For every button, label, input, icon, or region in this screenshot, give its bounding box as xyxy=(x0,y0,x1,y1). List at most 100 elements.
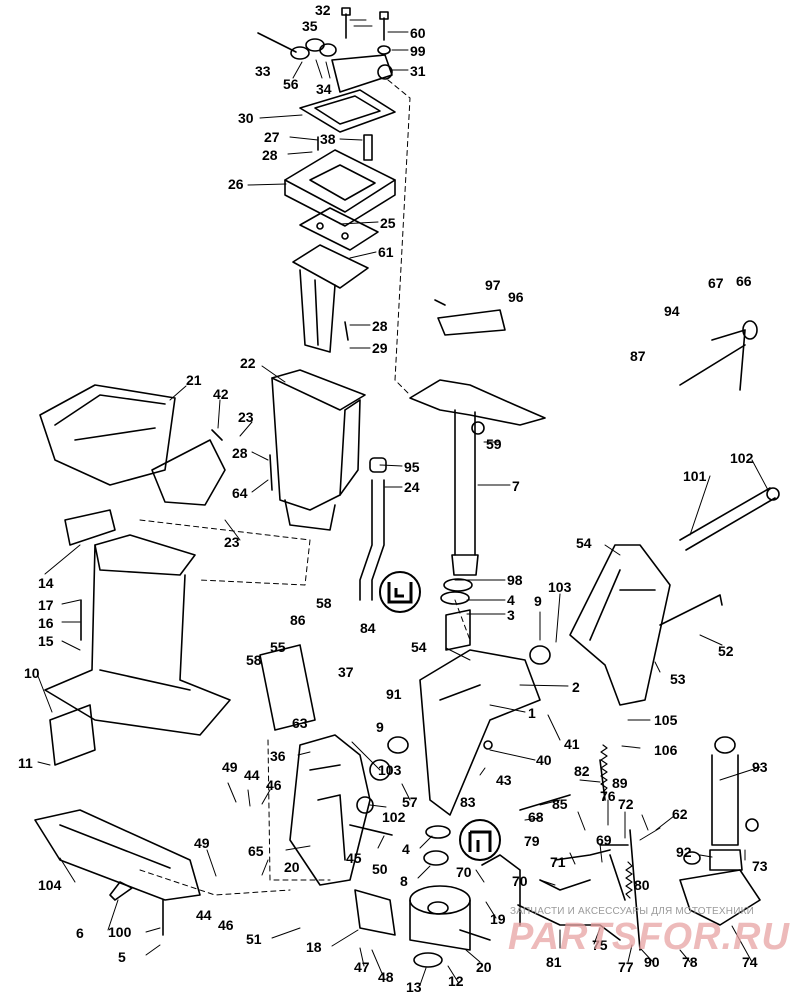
callout-1: 1 xyxy=(528,705,536,721)
lower-motor-cover xyxy=(39,384,226,506)
callout-40: 40 xyxy=(536,752,552,768)
callout-89: 89 xyxy=(612,775,628,791)
callout-46b: 46 xyxy=(218,917,234,933)
callout-17: 17 xyxy=(38,597,54,613)
callout-92: 92 xyxy=(676,844,692,860)
callout-51: 51 xyxy=(246,931,262,947)
callout-64: 64 xyxy=(232,485,248,501)
callout-56: 56 xyxy=(283,76,299,92)
callout-80: 80 xyxy=(634,877,650,893)
callout-25: 25 xyxy=(380,215,396,231)
callout-52: 52 xyxy=(718,643,734,659)
callout-68: 68 xyxy=(528,809,544,825)
callout-28: 28 xyxy=(262,147,278,163)
callout-35: 35 xyxy=(302,18,318,34)
callout-79: 79 xyxy=(524,833,540,849)
callout-46: 46 xyxy=(266,777,282,793)
callout-102b: 102 xyxy=(382,809,406,825)
callout-26: 26 xyxy=(228,176,244,192)
top-bolts-washers xyxy=(257,7,393,93)
callout-94: 94 xyxy=(664,303,680,319)
callout-65: 65 xyxy=(248,843,264,859)
callout-31: 31 xyxy=(410,63,426,79)
callout-53: 53 xyxy=(670,671,686,687)
callout-4b: 4 xyxy=(402,841,410,857)
callout-34: 34 xyxy=(316,81,332,97)
callout-81: 81 xyxy=(546,954,562,970)
trim-cylinder xyxy=(679,736,761,926)
inner-exhaust-housing xyxy=(269,369,366,531)
callout-23b: 23 xyxy=(224,534,240,550)
callout-91: 91 xyxy=(386,686,402,702)
callout-38: 38 xyxy=(320,131,336,147)
callout-100: 100 xyxy=(108,924,132,940)
callout-22: 22 xyxy=(240,355,256,371)
callout-43: 43 xyxy=(496,772,512,788)
callout-13: 13 xyxy=(406,979,422,995)
callout-57: 57 xyxy=(402,794,418,810)
callout-36: 36 xyxy=(270,748,286,764)
assembly-dashed-lines xyxy=(139,79,471,896)
callout-93: 93 xyxy=(752,759,768,775)
callout-49b: 49 xyxy=(194,835,210,851)
linkage-parts xyxy=(459,759,641,951)
callout-83: 83 xyxy=(460,794,476,810)
callout-15: 15 xyxy=(38,633,54,649)
callout-5: 5 xyxy=(118,949,126,965)
callout-103: 103 xyxy=(548,579,572,595)
callout-90: 90 xyxy=(644,954,660,970)
callout-58b: 58 xyxy=(246,652,262,668)
callout-63: 63 xyxy=(292,715,308,731)
callout-2: 2 xyxy=(572,679,580,695)
callout-69: 69 xyxy=(596,832,612,848)
adapter-plate-parts xyxy=(284,89,396,251)
callout-70: 70 xyxy=(456,864,472,880)
exhaust-housing xyxy=(292,244,369,353)
callout-102: 102 xyxy=(730,450,754,466)
callout-59: 59 xyxy=(486,436,502,452)
callout-11: 11 xyxy=(18,755,33,771)
callout-28c: 28 xyxy=(232,445,248,461)
tilt-lever xyxy=(679,320,758,391)
callout-47: 47 xyxy=(354,959,370,975)
callout-4: 4 xyxy=(507,592,515,608)
callout-49: 49 xyxy=(222,759,238,775)
callout-58: 58 xyxy=(316,595,332,611)
callout-61: 61 xyxy=(378,244,394,260)
callout-16: 16 xyxy=(38,615,54,631)
callout-76: 76 xyxy=(600,788,616,804)
callout-105: 105 xyxy=(654,712,678,728)
callout-62: 62 xyxy=(672,806,688,822)
callout-104: 104 xyxy=(38,877,62,893)
callout-86: 86 xyxy=(290,612,306,628)
springs xyxy=(600,744,633,899)
callout-106: 106 xyxy=(654,742,678,758)
callout-95: 95 xyxy=(404,459,420,475)
callout-20b: 20 xyxy=(476,959,492,975)
callout-3: 3 xyxy=(507,607,515,623)
callout-7: 7 xyxy=(512,478,520,494)
callout-67: 67 xyxy=(708,275,724,291)
callout-23: 23 xyxy=(238,409,254,425)
callout-8: 8 xyxy=(400,873,408,889)
callout-30: 30 xyxy=(238,110,254,126)
callout-66: 66 xyxy=(736,273,752,289)
callout-20: 20 xyxy=(284,859,300,875)
water-tube xyxy=(359,457,387,601)
callout-98: 98 xyxy=(507,572,523,588)
callout-19: 19 xyxy=(490,911,506,927)
callout-14: 14 xyxy=(38,575,54,591)
callout-54b: 54 xyxy=(576,535,592,551)
callout-29: 29 xyxy=(372,340,388,356)
callout-24: 24 xyxy=(404,479,420,495)
callout-27: 27 xyxy=(264,129,280,145)
lower-thrust-mount xyxy=(354,825,471,968)
callout-10: 10 xyxy=(24,665,40,681)
callout-44: 44 xyxy=(244,767,260,783)
callout-45: 45 xyxy=(346,850,362,866)
callout-97: 97 xyxy=(485,277,501,293)
callout-50: 50 xyxy=(372,861,388,877)
callout-87: 87 xyxy=(630,348,646,364)
callout-99: 99 xyxy=(410,43,426,59)
